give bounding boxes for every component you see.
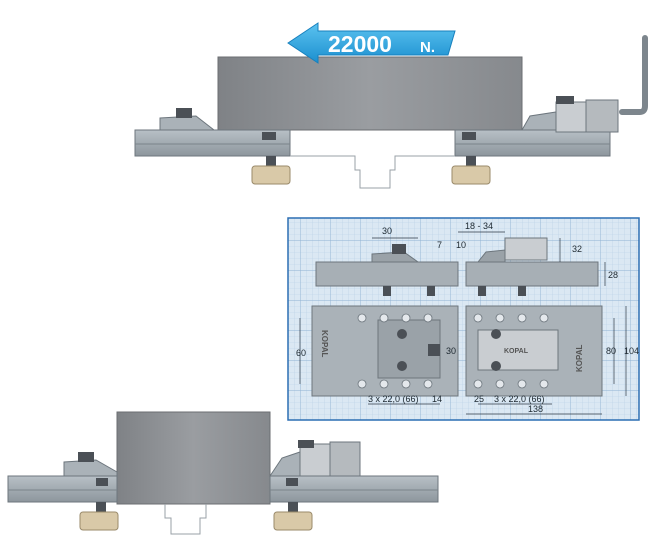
- brand-label-right: KOPAL: [575, 344, 584, 372]
- force-value: 22000: [328, 31, 392, 57]
- technical-drawing-panel: KOPAL 30 18 - 34: [287, 217, 640, 421]
- dim-138: 138: [528, 404, 543, 414]
- force-unit: N.: [420, 39, 435, 56]
- dim-28: 28: [608, 270, 618, 280]
- t-nut-left: [251, 165, 291, 185]
- t-nut-right: [451, 165, 491, 185]
- dim-spacing-right: 3 x 22,0 (66): [494, 394, 545, 404]
- dim-7: 7: [437, 240, 442, 250]
- t-slot-profile: [290, 155, 455, 189]
- left-jaw: [159, 115, 216, 131]
- left-jaw-screw: [176, 108, 192, 118]
- workpiece-block: [217, 56, 523, 131]
- side-view-rail-left: [315, 261, 459, 287]
- dim-25: 25: [474, 394, 484, 404]
- dim-18-34: 18 - 34: [465, 221, 493, 231]
- dim-30-top: 30: [382, 226, 392, 236]
- dim-104: 104: [624, 346, 639, 356]
- top-assembly: [134, 35, 648, 189]
- dim-32: 32: [572, 244, 582, 254]
- brand-label-left: KOPAL: [320, 330, 329, 358]
- bottom-workpiece-block: [116, 411, 271, 505]
- bottom-t-nut-left: [79, 511, 119, 531]
- dim-80: 80: [606, 346, 616, 356]
- dim-14: 14: [432, 394, 442, 404]
- dim-30-inner: 30: [446, 346, 456, 356]
- force-arrow: 22000 N.: [287, 22, 456, 64]
- bottom-assembly: [7, 411, 439, 535]
- bottom-t-slot-profile: [164, 504, 207, 535]
- base-rail-right: [454, 129, 611, 157]
- dim-10: 10: [456, 240, 466, 250]
- side-view-rail-right: [465, 261, 599, 287]
- vise-handle: [619, 35, 648, 115]
- dim-60: 60: [296, 348, 306, 358]
- bottom-t-nut-right: [273, 511, 313, 531]
- dim-spacing-left: 3 x 22,0 (66): [368, 394, 419, 404]
- brand-label-center: KOPAL: [504, 348, 529, 355]
